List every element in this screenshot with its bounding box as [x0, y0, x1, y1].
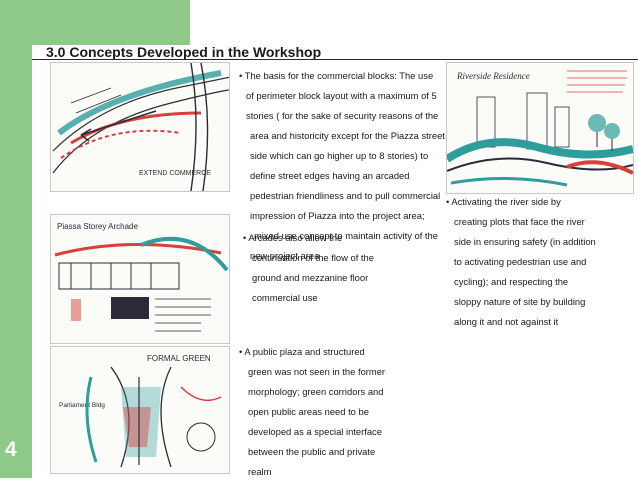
bullet-line: morphology; green corridors and — [248, 386, 384, 397]
bullet-line: commercial use — [252, 292, 318, 303]
bullet-line: new project area — [250, 250, 320, 261]
bullet-line: pedestrian friendliness and to pull comm… — [250, 190, 441, 201]
title-divider — [32, 59, 638, 60]
slide-title: 3.0 Concepts Developed in the Workshop — [46, 44, 322, 60]
bullet-line: sloppy nature of site by building — [454, 296, 586, 307]
bullet-line: define street edges having an arcaded — [250, 170, 410, 181]
bullet-line: mixed use concept to maintain activity o… — [254, 230, 438, 241]
bullet-line: ground and mezzanine floor — [252, 272, 369, 283]
bullet-line: green was not seen in the former — [248, 366, 386, 377]
bullet-line: between the public and private — [248, 446, 376, 457]
bullet-line: open public areas need to be — [248, 406, 369, 417]
bullet-line: of perimeter block layout with a maximum… — [246, 90, 437, 101]
bullet-line: cycling); and respecting the — [454, 276, 569, 287]
slide-number: 4 — [5, 438, 17, 461]
top-accent-block — [32, 0, 190, 45]
bullet-line: • A public plaza and structured — [239, 346, 365, 357]
sketch-riverside-residence: Riverside Residence — [446, 62, 634, 194]
bullet-line: stories ( for the sake of security reaso… — [246, 110, 439, 121]
bullet-line: developed as a special interface — [248, 426, 382, 437]
sketch-label-parliament: Parliament Bldg — [59, 402, 105, 409]
sketch-caption-plaza: FORMAL GREEN — [147, 354, 211, 363]
bullet-line: area and historicity except for the Piaz… — [250, 130, 445, 141]
sketch-extend-commerce: EXTEND COMMERCE — [50, 62, 230, 192]
bullet-line: continuation of the flow of the — [252, 252, 374, 263]
bullet-line: impression of Piazza into the project ar… — [250, 210, 425, 221]
sketch-caption-riverside: Riverside Residence — [456, 71, 530, 81]
bullet-line: side which can go higher up to 8 stories… — [250, 150, 429, 161]
sketch-piazza-arcade: Piassa Storey Archade — [50, 214, 230, 344]
sketch-formal-green: FORMAL GREEN Parliament Bldg — [50, 346, 230, 474]
bullet-line: • Arcades also allow the — [243, 232, 343, 243]
bullet-line: • Activating the river side by — [446, 196, 561, 207]
bullet-line: creating plots that face the river — [454, 216, 585, 227]
left-accent-bar — [0, 0, 32, 478]
bullet-arcades: • Arcades also allow the continuation of… — [243, 228, 374, 308]
bullet-riverside: • Activating the river side by creating … — [446, 192, 596, 332]
bullet-line: along it and not against it — [454, 316, 559, 327]
bullet-line: side in ensuring safety (in addition — [454, 236, 596, 247]
sketch-caption-piazza: Piassa Storey Archade — [57, 222, 138, 231]
bullet-commercial-blocks: • The basis for the commercial blocks: T… — [239, 66, 445, 266]
bullet-line: to activating pedestrian use and — [454, 256, 587, 267]
bullet-line: realm — [248, 466, 272, 477]
sketch-caption-commerce: EXTEND COMMERCE — [139, 170, 211, 177]
bullet-public-plaza: • A public plaza and structured green wa… — [239, 342, 385, 482]
bullet-line: • The basis for the commercial blocks: T… — [239, 70, 434, 81]
